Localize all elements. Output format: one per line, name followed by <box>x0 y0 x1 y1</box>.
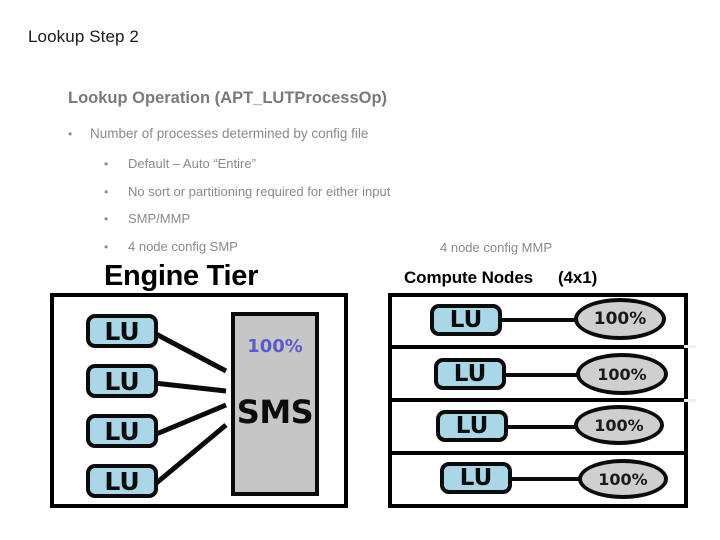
compute-lu-node-4[interactable]: LU <box>440 462 512 494</box>
compute-percent-2: 100% <box>576 353 668 395</box>
compute-lu-node-2[interactable]: LU <box>434 358 506 390</box>
sms-label: SMS <box>236 393 314 431</box>
compute-node-row-4: LU 100% <box>392 455 684 504</box>
bullet-level1-0: • Number of processes determined by conf… <box>68 127 368 141</box>
bullet-level2-1: • No sort or partitioning required for e… <box>104 185 390 198</box>
bullet-dot-icon: • <box>104 185 109 199</box>
engine-tier-label: Engine Tier <box>104 260 259 292</box>
bullet-dot-icon: • <box>68 127 73 141</box>
engine-lu-node-4[interactable]: LU <box>86 464 158 498</box>
sms-percent-label: 100% <box>247 336 303 357</box>
compute-nodes-panel: LU 100% LU 100% LU 100% LU 100% <box>388 293 688 508</box>
compute-connector-1 <box>500 318 580 322</box>
compute-percent-1: 100% <box>574 298 666 340</box>
bullet-level2-1-text: No sort or partitioning required for eit… <box>128 184 391 199</box>
compute-percent-4: 100% <box>578 459 668 499</box>
compute-node-row-3: LU 100% <box>392 402 684 455</box>
sms-box[interactable]: 100% SMS <box>231 312 319 496</box>
bullet-level2-3-text: 4 node config SMP <box>128 239 238 254</box>
artifact-mark-1 <box>684 345 696 348</box>
bullet-dot-icon: • <box>104 212 109 226</box>
bullet-level1-0-text: Number of processes determined by config… <box>90 126 369 141</box>
bullet-level2-0-text: Default – Auto “Entire” <box>128 156 256 171</box>
engine-lu-node-3[interactable]: LU <box>86 414 158 448</box>
bullet-level2-2-text: SMP/MMP <box>128 211 191 226</box>
bullet-level2-3: • 4 node config SMP <box>104 240 238 253</box>
bullet-level2-0: • Default – Auto “Entire” <box>104 157 256 170</box>
side-note-mmp: 4 node config MMP <box>440 240 553 255</box>
compute-connector-3 <box>506 425 580 429</box>
slide-title: Lookup Step 2 <box>28 27 139 46</box>
bullet-dot-icon: • <box>104 240 109 254</box>
compute-percent-3: 100% <box>574 405 664 445</box>
bullet-level2-2: • SMP/MMP <box>104 212 190 225</box>
compute-lu-node-1[interactable]: LU <box>430 304 502 336</box>
engine-tier-panel: LU LU LU LU 100% SMS <box>50 293 348 508</box>
engine-lu-node-2[interactable]: LU <box>86 364 158 398</box>
compute-node-row-1: LU 100% <box>392 296 684 349</box>
compute-node-row-2: LU 100% <box>392 349 684 402</box>
bullet-dot-icon: • <box>104 157 109 171</box>
compute-nodes-dimension: (4x1) <box>558 268 598 287</box>
artifact-mark-2 <box>684 399 696 402</box>
engine-connector-lines <box>152 330 228 487</box>
compute-connector-2 <box>504 373 582 377</box>
engine-lu-node-1[interactable]: LU <box>86 314 158 348</box>
compute-lu-node-3[interactable]: LU <box>436 410 508 442</box>
compute-nodes-label: Compute Nodes <box>404 268 534 287</box>
compute-connector-4 <box>510 477 584 481</box>
section-heading: Lookup Operation (APT_LUTProcessOp) <box>68 89 388 107</box>
